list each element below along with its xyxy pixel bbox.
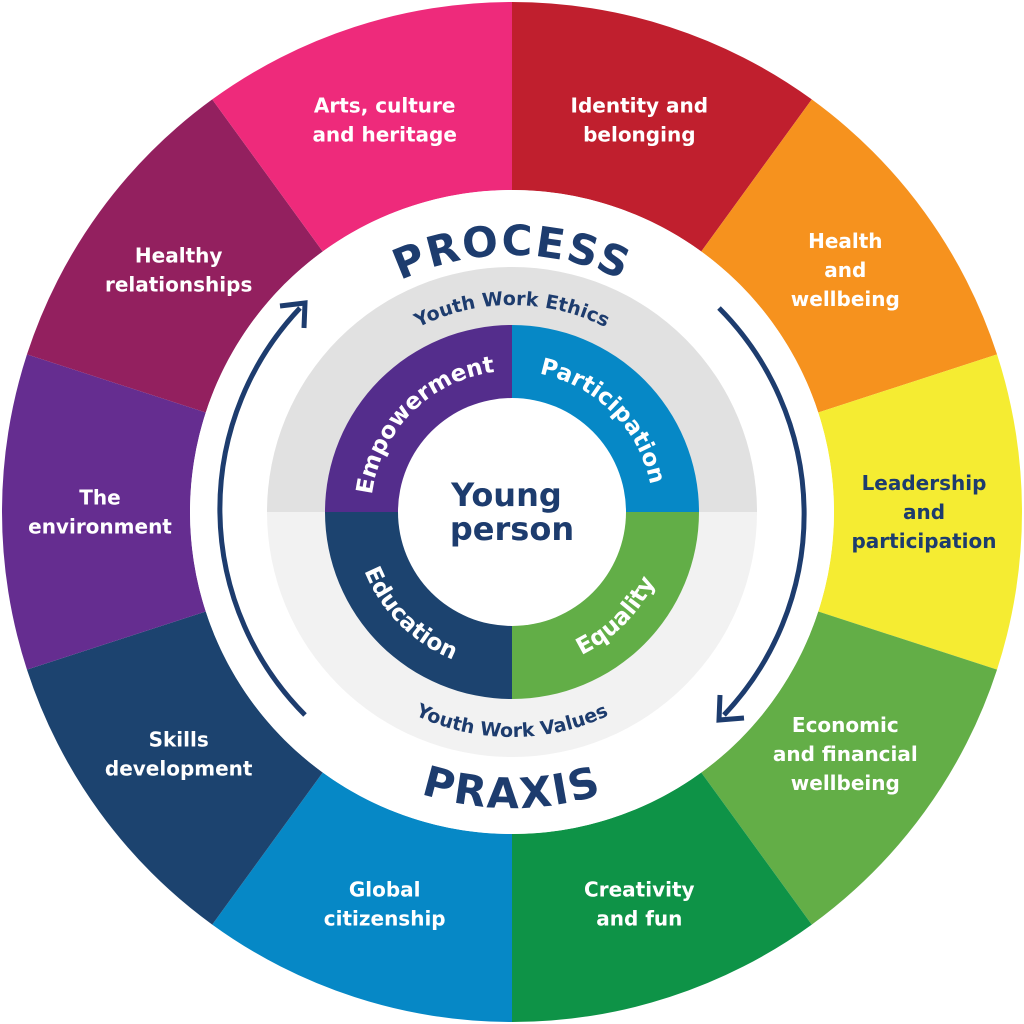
cycle-arrow-down-icon — [716, 306, 807, 723]
center-line-2: person — [450, 510, 574, 548]
quadrant-0-fill — [325, 325, 512, 512]
segment-label-line: The — [79, 486, 120, 510]
segment-label-line: and — [824, 258, 866, 282]
segment-3 — [701, 611, 998, 925]
segment-label: Leadership and participation — [851, 471, 996, 553]
segment-label: The environment — [28, 486, 172, 539]
segment-7 — [1, 354, 206, 670]
segment-label-line: participation — [851, 529, 996, 553]
center-label: Young person — [450, 476, 574, 548]
segment-label: Identity and belonging — [571, 94, 709, 147]
segment-label-line: Creativity — [584, 877, 695, 901]
segment-label-line: Economic — [792, 713, 899, 737]
segment-label: Arts, culture and heritage — [312, 94, 456, 147]
quadrant-2-fill — [325, 512, 512, 699]
segment-label: Creativity and fun — [584, 877, 695, 930]
segment-label-line: wellbeing — [791, 287, 900, 311]
segment-4 — [512, 772, 812, 1022]
segment-label: Health and wellbeing — [791, 229, 900, 311]
segment-label: Skills development — [105, 728, 253, 781]
segment-9 — [212, 2, 512, 252]
cycle-arrow-up-icon — [217, 300, 308, 717]
segment-1 — [701, 99, 998, 413]
segment-label: Economic and financial wellbeing — [773, 713, 918, 795]
segment-label-line: environment — [28, 515, 172, 539]
segment-2 — [818, 354, 1022, 670]
segment-6 — [26, 611, 323, 925]
segment-label-line: relationships — [105, 272, 252, 296]
center-circle — [398, 398, 626, 626]
segment-label-line: and heritage — [312, 123, 456, 147]
segment-label: Healthy relationships — [105, 243, 252, 296]
segment-label-line: and fun — [596, 906, 682, 930]
quadrant-3-fill — [512, 512, 699, 699]
segment-label-line: citizenship — [324, 906, 446, 930]
segment-label-line: belonging — [583, 123, 695, 147]
center-line-1: Young — [450, 476, 562, 514]
segment-label-line: Skills — [149, 728, 209, 752]
segment-0 — [512, 2, 812, 252]
segment-5 — [212, 772, 512, 1022]
segment-label-line: wellbeing — [791, 771, 900, 795]
segment-label-line: development — [105, 757, 253, 781]
inner-ring — [325, 325, 699, 699]
segment-label-line: Identity and — [571, 94, 709, 118]
segment-label-line: Arts, culture — [314, 94, 456, 118]
segment-label-line: Global — [349, 877, 421, 901]
quadrant-1-fill — [512, 325, 699, 512]
segment-label-line: and — [903, 500, 945, 524]
segment-label-line: Leadership — [862, 471, 987, 495]
segment-label-line: Healthy — [135, 243, 223, 267]
segment-label: Global citizenship — [324, 877, 446, 930]
segment-label-line: and financial — [773, 742, 918, 766]
segment-label-line: Health — [808, 229, 882, 253]
segment-8 — [26, 99, 323, 413]
